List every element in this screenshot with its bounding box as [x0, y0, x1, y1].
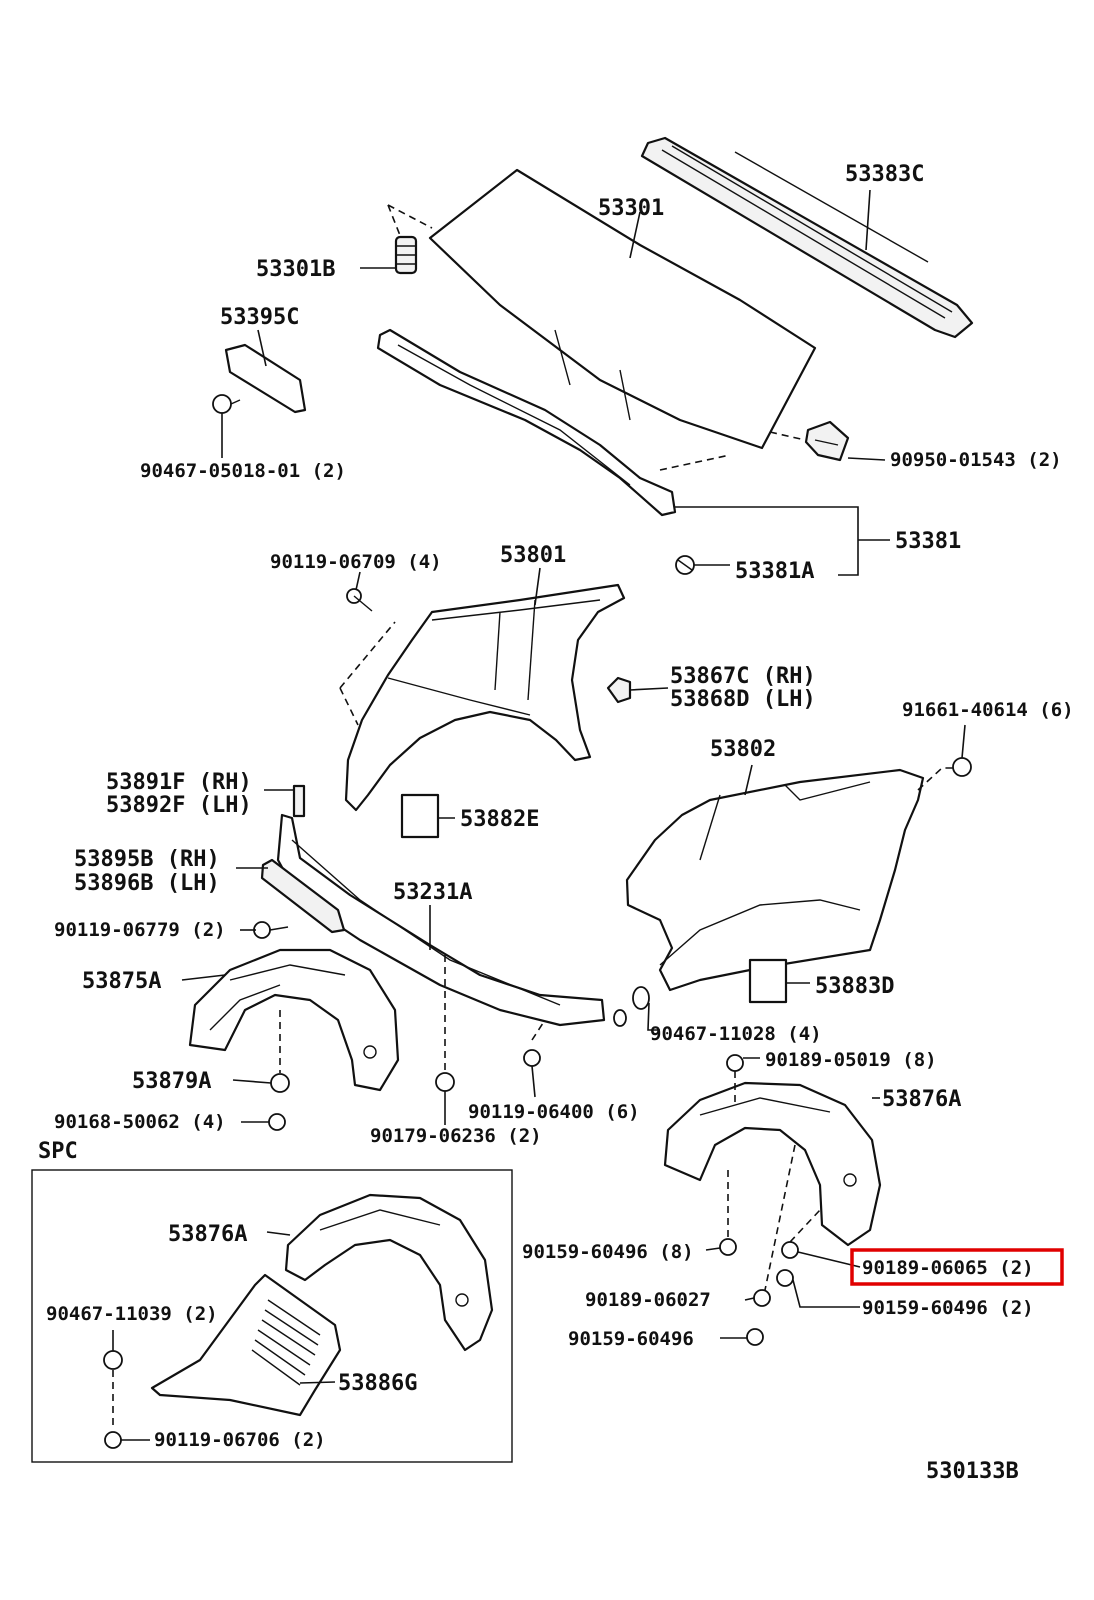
hood-hinge-53381[interactable]	[376, 328, 677, 517]
label-53381: 53381	[895, 529, 961, 554]
label-53895B: 53895B (RH)	[74, 847, 220, 872]
label-90189-06027: 90189-06027	[585, 1289, 711, 1311]
label-53231A: 53231A	[393, 880, 472, 905]
label-90179-06236: 90179-06236 (2)	[370, 1125, 542, 1147]
fender-liner-53875A[interactable]	[188, 948, 400, 1092]
label-53891F: 53891F (RH)	[106, 770, 252, 795]
nut-53879A[interactable]	[270, 1073, 290, 1093]
label-53395C: 53395C	[220, 305, 299, 330]
bolt-90119-06709[interactable]	[346, 588, 373, 612]
bolt-90119-06400[interactable]	[523, 1049, 541, 1067]
clip-90189-05019[interactable]	[726, 1054, 744, 1072]
label-90189-06065: 90189-06065 (2)	[862, 1257, 1034, 1279]
under-cover-53886G[interactable]	[150, 1273, 342, 1417]
label-53876A-main: 53876A	[882, 1087, 961, 1112]
label-90467-11039: 90467-11039 (2)	[46, 1303, 218, 1325]
seal-53895B[interactable]	[260, 858, 346, 934]
label-53883D: 53883D	[815, 974, 894, 999]
nut-90189-06065[interactable]	[781, 1241, 799, 1259]
label-90168-50062: 90168-50062 (4)	[54, 1111, 226, 1133]
front-fender-53802[interactable]	[625, 768, 925, 992]
clip-53867C[interactable]	[606, 676, 632, 704]
hood-cushion-53301B[interactable]	[394, 235, 418, 275]
clip-91661-40614[interactable]	[952, 757, 972, 777]
label-90119-06400: 90119-06400 (6)	[468, 1101, 640, 1123]
label-53876A-spc: 53876A	[168, 1222, 247, 1247]
label-53882E: 53882E	[460, 807, 539, 832]
label-90159-60496-8: 90159-60496 (8)	[522, 1241, 694, 1263]
hood-53301[interactable]	[428, 168, 817, 450]
label-90119-06706: 90119-06706 (2)	[154, 1429, 326, 1451]
label-53383C: 53383C	[845, 162, 924, 187]
front-fender-53801[interactable]	[344, 583, 626, 812]
hood-seal-53383C[interactable]	[640, 136, 974, 339]
pad-53883D[interactable]	[748, 958, 788, 1004]
label-53886G: 53886G	[338, 1371, 417, 1396]
clip-90467-11039[interactable]	[103, 1350, 123, 1370]
label-90189-05019: 90189-05019 (8)	[765, 1049, 937, 1071]
hood-latch-90950-01543[interactable]	[804, 420, 850, 462]
label-53896B: 53896B (LH)	[74, 871, 220, 896]
label-90119-06779: 90119-06779 (2)	[54, 919, 226, 941]
fender-liner-53876A-spc[interactable]	[284, 1193, 494, 1352]
label-90119-06709: 90119-06709 (4)	[270, 551, 442, 573]
screw-90119-06706[interactable]	[104, 1431, 122, 1449]
label-53875A: 53875A	[82, 969, 161, 994]
label-53301B: 53301B	[256, 257, 335, 282]
screw-90159-60496-2[interactable]	[776, 1269, 794, 1287]
label-53867C: 53867C (RH)	[670, 664, 816, 689]
clip-53381A[interactable]	[675, 555, 695, 575]
label-90159-60496: 90159-60496	[568, 1328, 694, 1350]
clip-90467-05018-01[interactable]	[212, 394, 241, 414]
spc-box	[31, 1169, 513, 1463]
nut-90467-11028[interactable]	[632, 986, 650, 1010]
fender-liner-53876A[interactable]	[663, 1081, 882, 1247]
pad-53891F[interactable]	[292, 784, 306, 818]
figure-code: 530133B	[926, 1459, 1019, 1484]
label-53801: 53801	[500, 543, 566, 568]
label-91661-40614: 91661-40614 (6)	[902, 699, 1074, 721]
screw-90159-60496-8[interactable]	[719, 1238, 737, 1256]
label-53868D: 53868D (LH)	[670, 687, 816, 712]
nut-90189-06027[interactable]	[753, 1289, 771, 1307]
nut-90179-06236[interactable]	[435, 1072, 455, 1092]
bolt-90119-06779[interactable]	[253, 921, 289, 939]
label-53802: 53802	[710, 737, 776, 762]
label-53381A: 53381A	[735, 559, 814, 584]
label-53892F: 53892F (LH)	[106, 793, 252, 818]
screw-90159-60496[interactable]	[746, 1328, 764, 1346]
label-53879A: 53879A	[132, 1069, 211, 1094]
label-90950-01543: 90950-01543 (2)	[890, 449, 1062, 471]
label-90467-11028: 90467-11028 (4)	[650, 1023, 822, 1045]
label-53301: 53301	[598, 196, 664, 221]
bracket-53395C[interactable]	[224, 343, 307, 414]
label-spc: SPC	[38, 1139, 78, 1164]
label-90467-05018-01: 90467-05018-01 (2)	[140, 460, 346, 482]
screw-90168-50062[interactable]	[268, 1113, 286, 1131]
highlight-box	[850, 1248, 1064, 1286]
label-90159-60496-2: 90159-60496 (2)	[862, 1297, 1034, 1319]
pad-53882E[interactable]	[400, 793, 440, 839]
